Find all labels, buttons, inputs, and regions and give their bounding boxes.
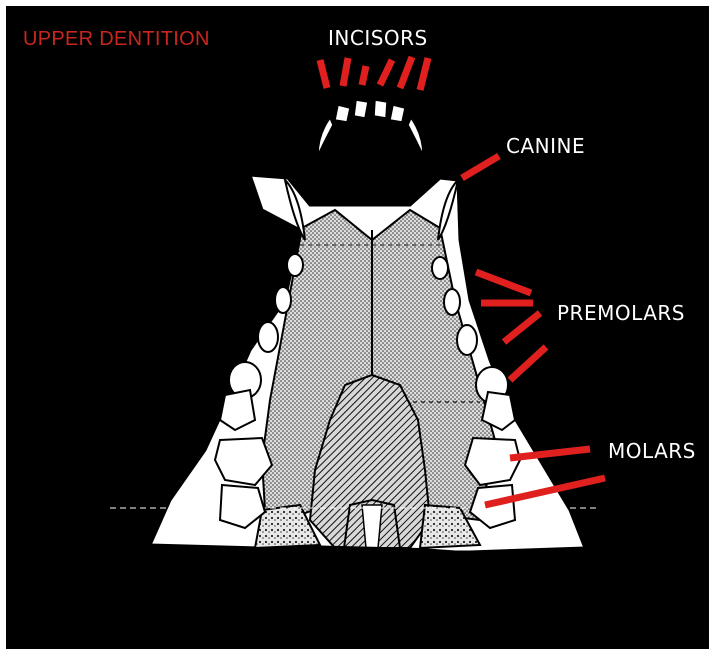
canine-pointer: [462, 156, 499, 178]
label-canine: CANINE: [506, 134, 585, 158]
diagram-frame: UPPER DENTITION INCISORS CANINE PREMOLAR…: [6, 6, 709, 649]
incisors: [318, 100, 423, 155]
incisor-pointers: [320, 57, 428, 90]
diagram-title: UPPER DENTITION: [23, 28, 210, 51]
label-premolars: PREMOLARS: [557, 301, 685, 325]
label-incisors: INCISORS: [328, 26, 428, 50]
dentition-diagram: [6, 6, 709, 649]
label-molars: MOLARS: [608, 439, 696, 463]
